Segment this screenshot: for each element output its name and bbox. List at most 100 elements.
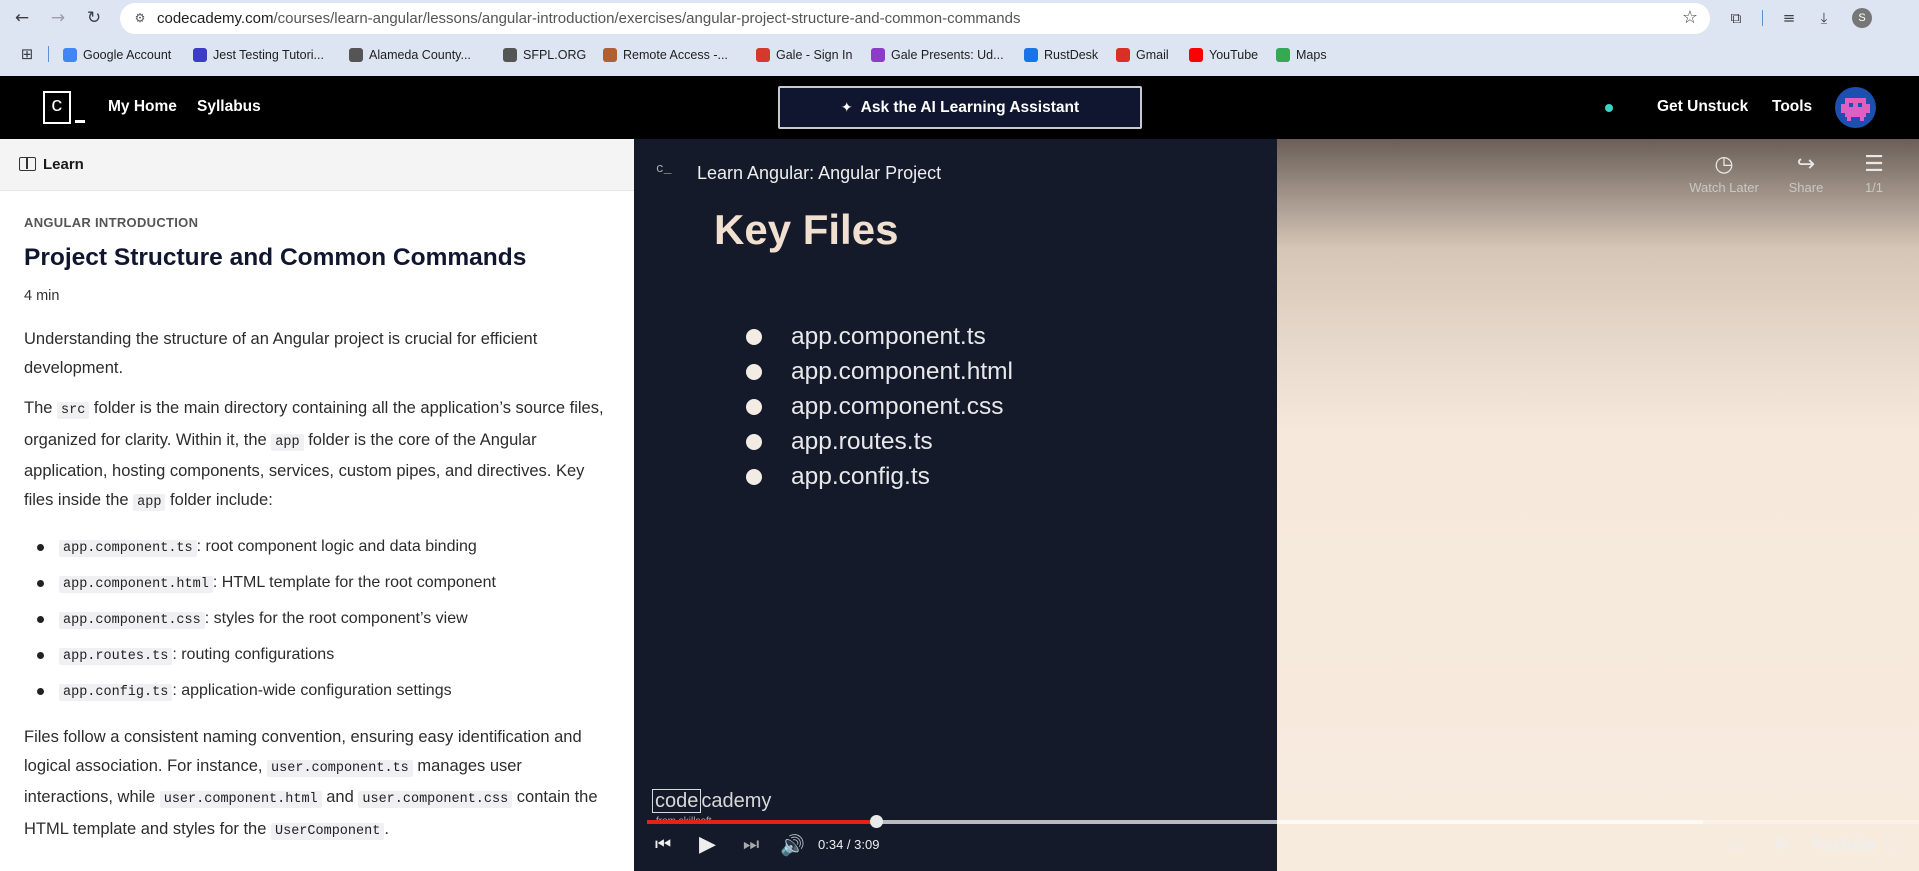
bookmark-label: Alameda County... xyxy=(369,48,471,62)
list-item: app.routes.ts: routing configurations xyxy=(24,637,614,673)
tools-button[interactable]: Tools xyxy=(1772,98,1813,115)
clock-icon: ◷ xyxy=(1714,152,1734,177)
playlist-icon: ☰ xyxy=(1864,152,1884,177)
codecademy-logo[interactable]: c xyxy=(43,91,85,125)
slide-heading: Key Files xyxy=(714,206,899,253)
play-icon[interactable]: ▶ xyxy=(699,832,716,857)
buffered-bar xyxy=(647,820,1703,824)
url-text[interactable]: codecademy.com/courses/learn-angular/les… xyxy=(157,10,1021,27)
playlist-button[interactable]: ☰ 1/1 xyxy=(1839,151,1909,195)
bookmark-label: Maps xyxy=(1296,48,1327,62)
bookmark-label: SFPL.ORG xyxy=(523,48,587,62)
next-icon[interactable]: ⏭ xyxy=(743,834,760,855)
watch-later-button[interactable]: ◷ Watch Later xyxy=(1689,152,1759,195)
gmail-icon xyxy=(1116,48,1130,62)
extensions-icon[interactable]: ⧉ xyxy=(1730,9,1742,27)
download-icon[interactable]: ⤓ xyxy=(1820,9,1828,27)
nav-syllabus[interactable]: Syllabus xyxy=(197,98,261,115)
media-control-icon[interactable]: ≡ xyxy=(1782,9,1796,27)
bookmark-item[interactable]: Google Account xyxy=(63,46,171,64)
captions-icon[interactable]: ▭ xyxy=(1729,835,1746,855)
lesson-panel: Learn ANGULAR INTRODUCTION Project Struc… xyxy=(0,139,634,871)
scrubber-handle[interactable] xyxy=(869,815,883,828)
bookmark-item[interactable]: Gmail xyxy=(1116,46,1169,64)
youtube-logo[interactable]: YouTube xyxy=(1809,835,1876,854)
profile-avatar[interactable]: S xyxy=(1852,8,1872,28)
list-item: app.component.ts: root component logic a… xyxy=(24,529,614,565)
fullscreen-icon[interactable]: ⛶ xyxy=(1886,834,1899,855)
bookmark-label: YouTube xyxy=(1209,48,1259,62)
video-slide-right: ⌵src⌵app#app.component.css<>app.componen… xyxy=(1277,139,1919,871)
folder-icon xyxy=(503,48,517,62)
learn-tab[interactable]: Learn xyxy=(0,139,634,191)
slide-item: app.config.ts xyxy=(746,459,1013,494)
toolbar-divider xyxy=(1762,10,1763,26)
video-title[interactable]: Learn Angular: Angular Project xyxy=(697,163,942,183)
m-icon xyxy=(193,48,207,62)
bookmark-label: Remote Access -... xyxy=(623,48,728,62)
bookmark-item[interactable]: YouTube xyxy=(1189,46,1258,64)
lesson-content: ANGULAR INTRODUCTION Project Structure a… xyxy=(24,215,614,858)
src-paragraph: The src folder is the main directory con… xyxy=(24,399,604,511)
bookmark-item[interactable]: SFPL.ORG xyxy=(503,46,586,64)
bookmark-item[interactable]: Gale Presents: Ud... xyxy=(871,46,1004,64)
image-icon xyxy=(603,48,617,62)
slide-item: app.component.html xyxy=(746,354,1013,389)
volume-icon[interactable]: 🔊 xyxy=(780,833,805,857)
key-files-list: app.component.ts: root component logic a… xyxy=(24,529,614,709)
intro-paragraph: Understanding the structure of an Angula… xyxy=(24,330,538,377)
site-info-icon[interactable]: ⚙ xyxy=(134,11,146,25)
bookmark-label: Jest Testing Tutori... xyxy=(213,48,324,62)
bookmark-divider xyxy=(48,46,49,62)
settings-gear-icon[interactable]: ⚙ xyxy=(1773,834,1790,855)
get-unstuck-button[interactable]: Get Unstuck xyxy=(1657,98,1749,115)
nav-my-home[interactable]: My Home xyxy=(108,98,177,115)
bookmark-item[interactable]: Jest Testing Tutori... xyxy=(193,46,324,64)
channel-logo-icon[interactable]: c_ xyxy=(656,161,672,176)
slide-item: app.component.css xyxy=(746,389,1013,424)
list-item: app.component.css: styles for the root c… xyxy=(24,601,614,637)
list-item: app.component.html: HTML template for th… xyxy=(24,565,614,601)
site-header: c My Home Syllabus ✦Ask the AI Learning … xyxy=(0,76,1919,139)
bookmark-item[interactable]: Gale - Sign In xyxy=(756,46,852,64)
back-arrow-icon[interactable]: ← xyxy=(14,8,30,28)
naming-paragraph: Files follow a consistent naming convent… xyxy=(24,728,598,840)
previous-icon[interactable]: ⏮ xyxy=(655,834,672,855)
ai-assistant-button[interactable]: ✦Ask the AI Learning Assistant xyxy=(778,86,1142,129)
apps-grid-icon[interactable]: ⊞ xyxy=(20,45,34,63)
browser-chrome: ← → ↻ ⚙ codecademy.com/courses/learn-ang… xyxy=(0,0,1919,76)
bookmark-item[interactable]: Alameda County... xyxy=(349,46,471,64)
bookmark-label: RustDesk xyxy=(1044,48,1099,62)
user-avatar[interactable] xyxy=(1835,87,1876,128)
status-indicator xyxy=(1605,104,1613,112)
bookmark-label: Gale Presents: Ud... xyxy=(891,48,1004,62)
share-button[interactable]: ↪ Share xyxy=(1771,151,1841,195)
lesson-duration: 4 min xyxy=(24,288,60,304)
progress-bar[interactable] xyxy=(647,815,1919,828)
codecademy-watermark: codecademy from skillsoft xyxy=(652,789,771,827)
bookmark-label: Gale - Sign In xyxy=(776,48,853,62)
bookmark-item[interactable]: Remote Access -... xyxy=(603,46,728,64)
list-item: app.config.ts: application-wide configur… xyxy=(24,673,614,709)
udemy-icon xyxy=(871,48,885,62)
google-icon xyxy=(63,48,77,62)
folder-icon xyxy=(349,48,363,62)
reload-icon[interactable]: ↻ xyxy=(86,8,102,28)
forward-arrow-icon[interactable]: → xyxy=(50,8,66,28)
bookmark-label: Gmail xyxy=(1136,48,1169,62)
played-bar xyxy=(647,820,876,824)
youtube-icon xyxy=(1189,48,1203,62)
maps-icon xyxy=(1276,48,1290,62)
lesson-kicker: ANGULAR INTRODUCTION xyxy=(24,215,199,230)
bookmark-star-icon[interactable]: ☆ xyxy=(1681,7,1698,28)
lesson-title: Project Structure and Common Commands xyxy=(24,244,527,271)
book-icon xyxy=(19,157,36,171)
address-bar[interactable]: ⚙ codecademy.com/courses/learn-angular/l… xyxy=(120,3,1710,34)
gale-icon xyxy=(756,48,770,62)
share-icon: ↪ xyxy=(1796,152,1816,177)
bookmark-item[interactable]: RustDesk xyxy=(1024,46,1098,64)
bookmark-item[interactable]: Maps xyxy=(1276,46,1327,64)
